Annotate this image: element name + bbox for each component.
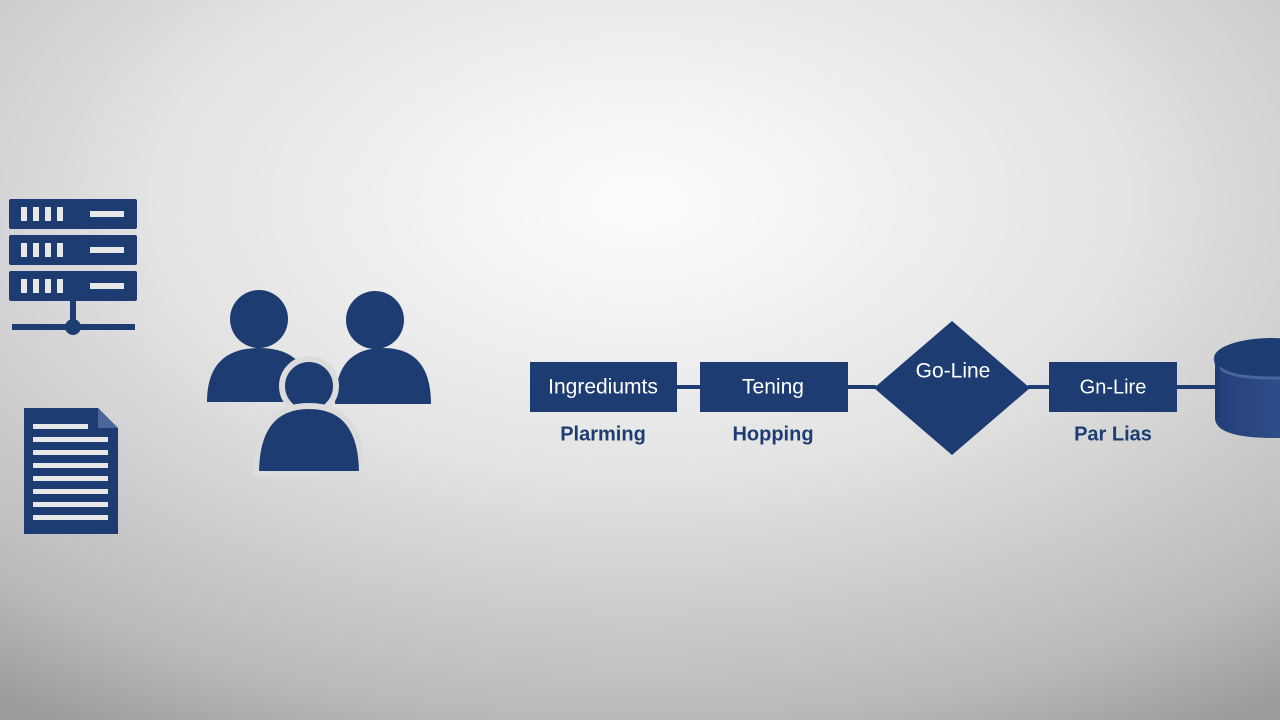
flow-step-4: Gn-Lire Par Lias <box>1049 362 1177 445</box>
step-4-label: Gn-Lire <box>1080 376 1147 398</box>
flow-step-2: Tening Hopping <box>700 362 848 445</box>
step-4-sublabel: Par Lias <box>1074 423 1152 445</box>
process-box-4 <box>1049 362 1177 412</box>
step-2-sublabel: Hopping <box>732 423 813 445</box>
process-box-1 <box>530 362 677 412</box>
flow-step-3: Go-Line <box>874 321 1030 455</box>
flow-step-1: Ingrediumts Plarming <box>530 362 677 445</box>
person-front-icon <box>252 356 366 477</box>
document-icon <box>24 408 118 534</box>
step-2-label: Tening <box>742 376 804 399</box>
step-1-label: Ingrediumts <box>548 376 658 399</box>
decision-diamond <box>874 321 1030 455</box>
server-rack-icon <box>9 199 137 335</box>
database-cylinder-icon <box>1213 338 1280 438</box>
step-3-label: Go-Line <box>916 360 991 383</box>
people-group-icon <box>207 290 431 477</box>
step-1-sublabel: Plarming <box>560 423 646 445</box>
process-box-2 <box>700 362 848 412</box>
person-right-icon <box>335 291 431 404</box>
